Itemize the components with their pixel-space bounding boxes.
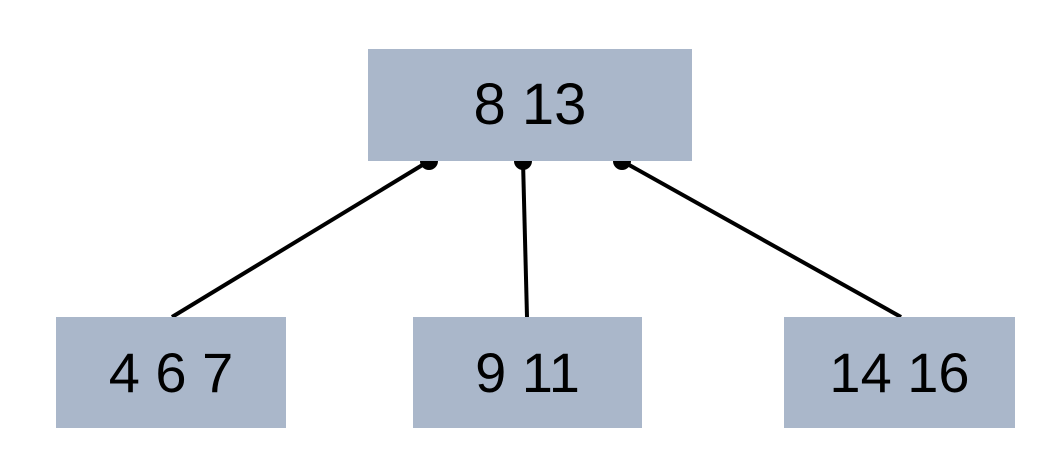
btree-leaf-node-middle[interactable]: 9 11	[413, 317, 642, 428]
edge-root-to-leaf-0	[170, 159, 431, 319]
btree-leaf-node-left[interactable]: 4 6 7	[56, 317, 286, 428]
btree-root-node-label: 8 13	[473, 72, 587, 137]
btree-leaf-node-right-label: 14 16	[829, 340, 970, 404]
btree-leaf-node-right[interactable]: 14 16	[784, 317, 1015, 428]
edge-root-to-leaf-1	[521, 160, 529, 318]
btree-leaf-node-left-label: 4 6 7	[108, 340, 234, 404]
edge-root-to-leaf-2	[621, 159, 902, 319]
btree-root-node[interactable]: 8 13	[368, 49, 692, 161]
btree-leaf-node-middle-label: 9 11	[475, 340, 580, 404]
edge-lines	[170, 159, 902, 319]
